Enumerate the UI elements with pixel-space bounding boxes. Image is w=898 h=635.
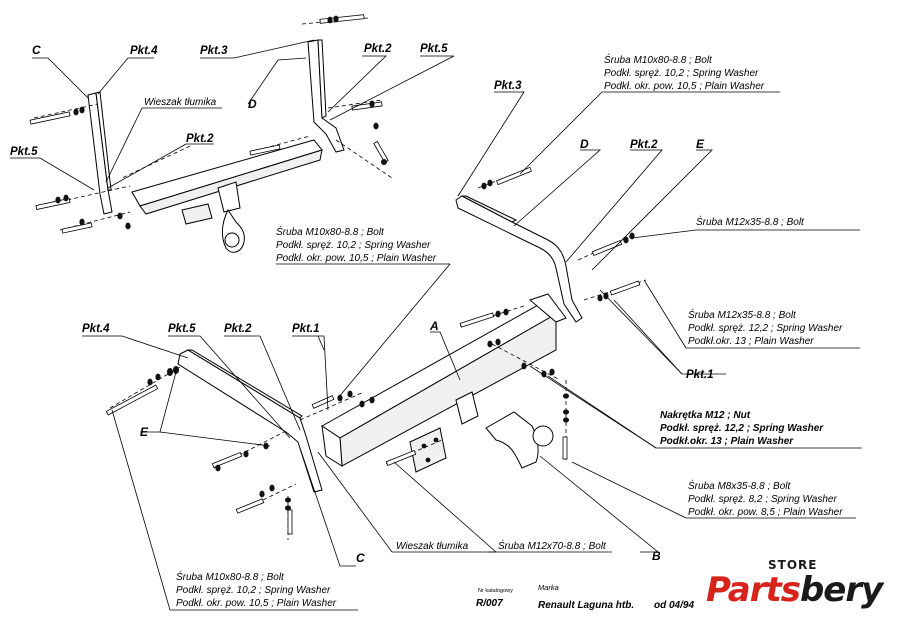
callout-line: Podkł. okr. pow. 10,5 ; Plain Washer bbox=[176, 598, 337, 609]
label-pkt2-right: Pkt.2 bbox=[630, 139, 658, 151]
callout-m12-single: Śruba M12x35-8.8 ; Bolt bbox=[696, 215, 805, 228]
title-block: Nr katalogowy R/007 Marka Renault Laguna… bbox=[476, 583, 694, 611]
partsbery-logo: STORE Partsbery bbox=[704, 558, 883, 620]
label-pkt2-top: Pkt.2 bbox=[364, 43, 392, 55]
logo-brand-part1: Parts bbox=[706, 570, 801, 610]
label-c-top: C bbox=[32, 43, 41, 57]
label-e-right: E bbox=[696, 137, 705, 151]
label-pkt3-top: Pkt.3 bbox=[200, 45, 228, 57]
callout-line: Podkł. okr. pow. 10,5 ; Plain Washer bbox=[604, 81, 765, 92]
label-pkt5-bottom: Pkt.5 bbox=[168, 323, 196, 335]
label-pkt3-right: Pkt.3 bbox=[494, 80, 522, 92]
callout-line: Podkł. okr. pow. 10,5 ; Plain Washer bbox=[276, 253, 437, 264]
label-pkt4-bottom: Pkt.4 bbox=[82, 323, 110, 335]
label-wieszak-bottom: Wieszak tłumika bbox=[396, 541, 469, 552]
callout-line: Śruba M12x35-8.8 ; Bolt bbox=[688, 308, 797, 321]
label-pkt1-bottom: Pkt.1 bbox=[292, 323, 320, 335]
label-a: A bbox=[429, 319, 439, 333]
callout-line: Podkł. okr. pow. 8,5 ; Plain Washer bbox=[688, 507, 843, 518]
callout-line: Podkł. spręż. 8,2 ; Spring Washer bbox=[688, 494, 837, 505]
callout-line: Nakrętka M12 ; Nut bbox=[660, 410, 751, 421]
label-wieszak-top: Wieszak tłumika bbox=[144, 97, 217, 108]
callout-top-right: Śruba M10x80-8.8 ; Bolt Podkł. spręż. 10… bbox=[604, 53, 765, 92]
label-d-right: D bbox=[580, 137, 589, 151]
callout-center-bolt: Śruba M10x80-8.8 ; Bolt Podkł. spręż. 10… bbox=[276, 225, 437, 264]
label-pkt5-top: Pkt.5 bbox=[420, 43, 448, 55]
leader-lines bbox=[10, 39, 862, 611]
callout-line: Podkł. spręż. 10,2 ; Spring Washer bbox=[604, 68, 759, 79]
callout-line: Podkł. spręż. 10,2 ; Spring Washer bbox=[276, 240, 431, 251]
callout-line: Podkł.okr. 13 ; Plain Washer bbox=[660, 436, 794, 447]
label-pkt4-top: Pkt.4 bbox=[130, 45, 158, 57]
callout-line: Podkł. spręż. 12,2 ; Spring Washer bbox=[660, 423, 824, 434]
brand-caption: Marka bbox=[538, 583, 559, 592]
label-pkt2-top-mid: Pkt.2 bbox=[186, 133, 214, 145]
callout-line: Śruba M12x35-8.8 ; Bolt bbox=[696, 215, 805, 228]
label-pkt5-left: Pkt.5 bbox=[10, 146, 38, 158]
callout-line: Podkł. spręż. 10,2 ; Spring Washer bbox=[176, 585, 331, 596]
callout-line: Śruba M10x80-8.8 ; Bolt bbox=[276, 225, 385, 238]
vehicle-date: od 04/94 bbox=[654, 600, 694, 611]
label-b: B bbox=[652, 549, 661, 563]
callout-m8-group: Śruba M8x35-8.8 ; Bolt Podkł. spręż. 8,2… bbox=[688, 479, 843, 518]
label-c-bottom: C bbox=[356, 551, 365, 565]
callout-bottom-left: Śruba M10x80-8.8 ; Bolt Podkł. spręż. 10… bbox=[176, 570, 337, 609]
logo-store-text: STORE bbox=[768, 558, 818, 572]
vehicle-model: Renault Laguna htb. bbox=[538, 600, 634, 611]
callout-line: Śruba M10x80-8.8 ; Bolt bbox=[176, 570, 285, 583]
logo-brand-text: Partsbery bbox=[706, 570, 883, 610]
label-d-top: D bbox=[248, 97, 257, 111]
top-left-assembly bbox=[29, 14, 393, 253]
callout-m12x70: Śruba M12x70-8.8 ; Bolt bbox=[498, 539, 607, 552]
label-pkt1-right: Pkt.1 bbox=[686, 369, 714, 381]
callout-line: Śruba M10x80-8.8 ; Bolt bbox=[604, 53, 713, 66]
bolt-set-top-left bbox=[29, 14, 389, 234]
part-labels: C Pkt.4 Pkt.3 Pkt.2 Pkt.5 Wieszak tłumik… bbox=[10, 43, 714, 565]
callout-m12-group: Śruba M12x35-8.8 ; Bolt Podkł. spręż. 12… bbox=[688, 308, 843, 347]
callout-line: Podkł.okr. 13 ; Plain Washer bbox=[688, 336, 814, 347]
bolt-set-main bbox=[105, 308, 569, 535]
callout-line: Śruba M12x70-8.8 ; Bolt bbox=[498, 539, 607, 552]
callout-line: Śruba M8x35-8.8 ; Bolt bbox=[688, 479, 791, 492]
logo-brand-part2: bery bbox=[799, 570, 883, 610]
callout-line: Podkł. spręż. 12,2 ; Spring Washer bbox=[688, 323, 843, 334]
label-pkt2-bottom: Pkt.2 bbox=[224, 323, 252, 335]
callout-nut-group: Nakrętka M12 ; Nut Podkł. spręż. 12,2 ; … bbox=[660, 410, 824, 447]
catalog-number: R/007 bbox=[476, 598, 503, 609]
catalog-number-caption: Nr katalogowy bbox=[478, 588, 513, 594]
main-assembly bbox=[105, 293, 569, 540]
label-e-left: E bbox=[140, 425, 149, 439]
